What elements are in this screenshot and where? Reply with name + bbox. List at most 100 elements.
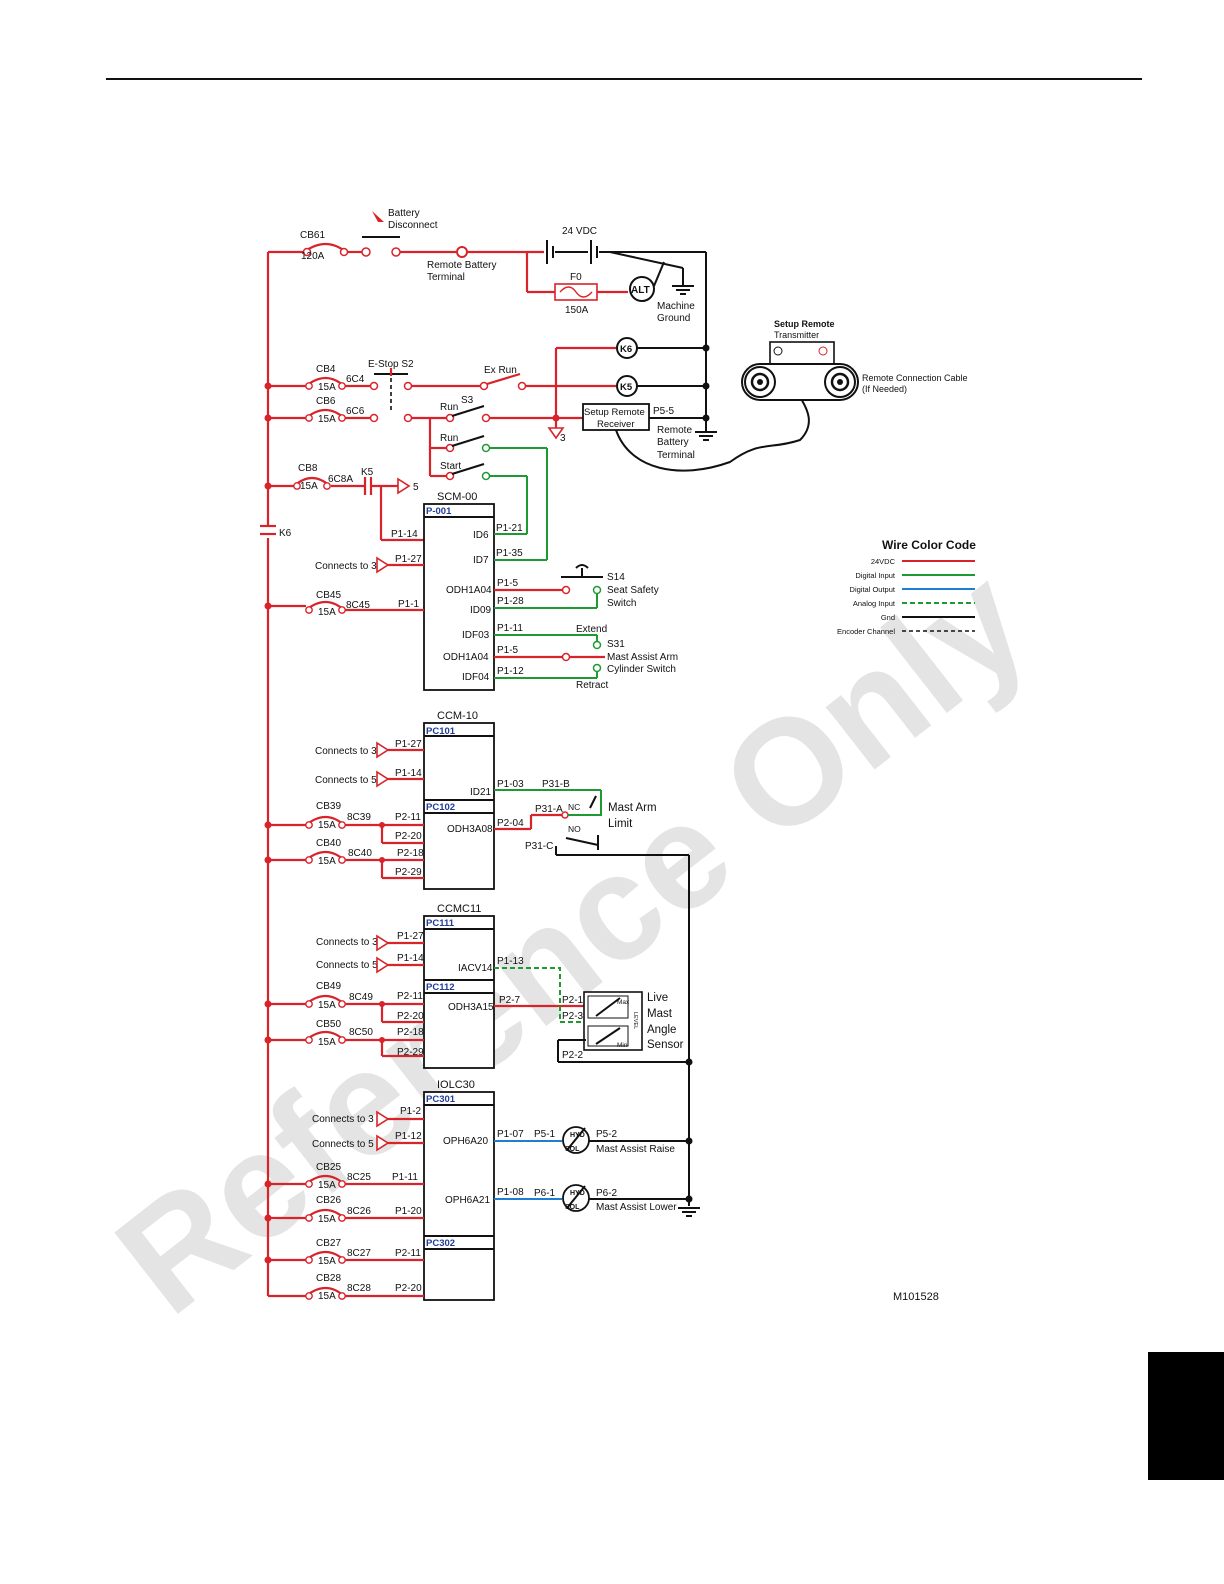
ccm-id21: ID21 bbox=[470, 787, 492, 798]
iolc-oph6a21: OPH6A21 bbox=[445, 1195, 490, 1206]
ccmc-port-1: PC111 bbox=[426, 918, 455, 929]
sensor-label-3: Angle bbox=[647, 1024, 676, 1036]
iolc30-module bbox=[423, 1091, 495, 1301]
ref-3-arrow-icon bbox=[547, 427, 565, 440]
sensor-label-2: Mast bbox=[647, 1008, 673, 1020]
ccm-p2-11: P2-11 bbox=[395, 812, 421, 823]
ccmc-p2-29: P2-29 bbox=[397, 1047, 424, 1058]
cb49-label: CB49 bbox=[316, 981, 341, 992]
ccmc-title: CCMC11 bbox=[437, 903, 481, 915]
section-tab bbox=[1148, 1352, 1224, 1480]
cb27-label: CB27 bbox=[316, 1238, 341, 1249]
wire-8c45: 8C45 bbox=[346, 600, 370, 611]
legend-label-24vdc: 24VDC bbox=[871, 557, 896, 566]
relay-k5-label: K5 bbox=[620, 382, 633, 393]
s3-label: S3 bbox=[461, 395, 474, 406]
sensor-level: LEVEL bbox=[632, 1012, 638, 1029]
mast-assist-raise-label: Mast Assist Raise bbox=[596, 1144, 675, 1155]
sensor-label-1: Live bbox=[647, 992, 668, 1004]
iolc-p1-2: P1-2 bbox=[400, 1106, 422, 1117]
ccmc-p2-20: P2-20 bbox=[397, 1011, 424, 1022]
cb40-label: CB40 bbox=[316, 838, 341, 849]
wire-6c6: 6C6 bbox=[346, 406, 365, 417]
scm-idf03: IDF03 bbox=[462, 630, 490, 641]
scm-p1-11: P1-11 bbox=[497, 623, 523, 634]
cb50-rating: 15A bbox=[318, 1037, 336, 1048]
receiver-label-2: Receiver bbox=[597, 419, 635, 430]
receiver-label-1: Setup Remote bbox=[584, 407, 645, 418]
scm-00-module bbox=[423, 503, 495, 691]
transmitter-label-2: Transmitter bbox=[774, 330, 819, 340]
ccmc-p1-13: P1-13 bbox=[497, 956, 524, 967]
setup-remote-receiver bbox=[582, 403, 650, 431]
cb61-rating: 120A bbox=[301, 251, 325, 262]
wire-8c49: 8C49 bbox=[349, 992, 373, 1003]
cb28-label: CB28 bbox=[316, 1273, 341, 1284]
ccm-odh3a08: ODH3A08 bbox=[447, 824, 493, 835]
scm-p1-28: P1-28 bbox=[497, 596, 524, 607]
ref-3-label: 3 bbox=[560, 433, 566, 444]
scm-odh1a04-b: ODH1A04 bbox=[443, 652, 489, 663]
ccmc-p1-14: P1-14 bbox=[397, 953, 424, 964]
run-label-1: Run bbox=[440, 402, 458, 413]
scm-p1-35: P1-35 bbox=[496, 548, 523, 559]
wire-6c8a: 6C8A bbox=[328, 474, 353, 485]
cb26-label: CB26 bbox=[316, 1195, 341, 1206]
p5-5-label: P5-5 bbox=[653, 406, 675, 417]
scm-p1-5-a: P1-5 bbox=[497, 578, 519, 589]
iolc-p6-1: P6-1 bbox=[534, 1188, 556, 1199]
figure-id: M101528 bbox=[893, 1291, 939, 1303]
transmitter-label-1: Setup Remote bbox=[774, 319, 835, 329]
iolc-title: IOLC30 bbox=[437, 1079, 475, 1091]
battery-disconnect-label-2: Disconnect bbox=[388, 220, 438, 231]
machine-ground-label-2: Ground bbox=[657, 313, 690, 324]
fuse-label: F0 bbox=[570, 272, 582, 283]
ccmc-odh3a15: ODH3A15 bbox=[448, 1002, 494, 1013]
remote-battery-terminal bbox=[456, 246, 468, 258]
ex-run-label: Ex Run bbox=[484, 365, 517, 376]
cb40-rating: 15A bbox=[318, 856, 336, 867]
mast-switch-label-1: Mast Assist Arm bbox=[607, 652, 678, 663]
lower-hyd: HYD bbox=[570, 1190, 585, 1197]
mast-limit-label-1: Mast Arm bbox=[608, 802, 657, 814]
iolc-p1-07: P1-07 bbox=[497, 1129, 524, 1140]
iolc-p2-20: P2-20 bbox=[395, 1283, 422, 1294]
mast-assist-lower-label: Mast Assist Lower bbox=[596, 1202, 677, 1213]
ccmc-p1-27: P1-27 bbox=[397, 931, 424, 942]
ccm-p31b: P31-B bbox=[542, 779, 570, 790]
scm-idf04: IDF04 bbox=[462, 672, 490, 683]
cb4-rating: 15A bbox=[318, 382, 336, 393]
iolc-p5-2: P5-2 bbox=[596, 1129, 618, 1140]
header-rule bbox=[106, 78, 1142, 80]
ccm-p2-20: P2-20 bbox=[395, 831, 422, 842]
sensor-label-4: Sensor bbox=[647, 1039, 684, 1051]
scm-p1-14: P1-14 bbox=[391, 529, 418, 540]
cb39-label: CB39 bbox=[316, 801, 341, 812]
cable-label-1: Remote Connection Cable bbox=[862, 373, 968, 383]
run-label-2: Run bbox=[440, 433, 458, 444]
cb28-rating: 15A bbox=[318, 1291, 336, 1302]
ccm-port-1: PC101 bbox=[426, 726, 456, 737]
legend-label-encoder-channel: Encoder Channel bbox=[837, 627, 895, 636]
cb45-rating: 15A bbox=[318, 607, 336, 618]
scm-odh1a04-a: ODH1A04 bbox=[446, 585, 492, 596]
ref-5-arrow-icon bbox=[397, 477, 411, 495]
ccm-p31c: P31-C bbox=[525, 841, 553, 852]
scm-id7: ID7 bbox=[473, 555, 489, 566]
remote-battery-terminal-label-2: Terminal bbox=[427, 272, 465, 283]
iolc-p5-1: P5-1 bbox=[534, 1129, 556, 1140]
ccmc-p2-18: P2-18 bbox=[397, 1027, 424, 1038]
scm-title: SCM-00 bbox=[437, 491, 477, 503]
legend-label-digital-input: Digital Input bbox=[855, 571, 896, 580]
cb6-rating: 15A bbox=[318, 414, 336, 425]
mast-limit-label-2: Limit bbox=[608, 818, 633, 830]
s14-seat-switch bbox=[561, 585, 571, 595]
remote-battery-label-1: Remote bbox=[657, 425, 692, 436]
battery-label: 24 VDC bbox=[562, 226, 597, 237]
ccmc-p2-11: P2-11 bbox=[397, 991, 423, 1002]
cb6-label: CB6 bbox=[316, 396, 336, 407]
legend-label-digital-output: Digital Output bbox=[850, 585, 896, 594]
wire-8c40: 8C40 bbox=[348, 848, 372, 859]
scm-p1-5-b: P1-5 bbox=[497, 645, 519, 656]
ccm-port-2: PC102 bbox=[426, 802, 455, 813]
